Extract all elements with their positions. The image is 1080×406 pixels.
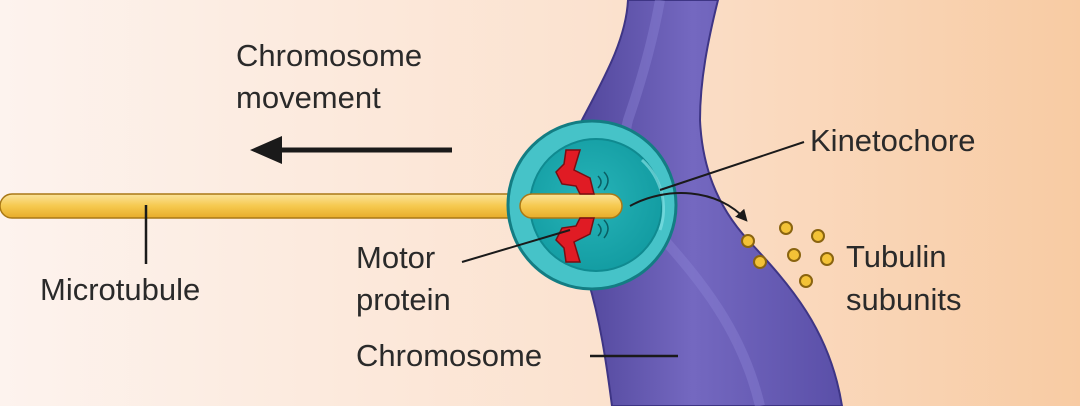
tubulin-subunit (811, 229, 825, 243)
tubulin-subunit (753, 255, 767, 269)
tubulin-subunit (787, 248, 801, 262)
microtubule-label: Microtubule (40, 272, 200, 307)
tubulin-subunit (820, 252, 834, 266)
depolymerization-arrow (629, 192, 748, 222)
tubulin-subunits (741, 221, 834, 288)
motor-protein-label-line1: Motor (356, 240, 435, 275)
microtubule-tip (519, 193, 623, 219)
tubulin-label-line1: Tubulin (846, 239, 947, 274)
tubulin-label-line2: subunits (846, 282, 961, 317)
motion-marks-upper (597, 171, 609, 191)
motor-protein-upper (555, 149, 595, 195)
kinetochore-rim (640, 158, 665, 231)
movement-label-line1: Chromosome (236, 38, 422, 73)
movement-arrow-head (250, 136, 282, 164)
kinetochore-leader (659, 141, 805, 191)
kinetochore-label: Kinetochore (810, 123, 975, 158)
chromosome-label: Chromosome (356, 338, 542, 373)
tubulin-subunit (779, 221, 793, 235)
motor-protein-leader (461, 229, 571, 263)
movement-label-line2: movement (236, 80, 381, 115)
tubulin-subunit (741, 234, 755, 248)
motor-protein-label-line2: protein (356, 282, 451, 317)
tubulin-subunit (799, 274, 813, 288)
motor-protein-lower (555, 217, 595, 263)
motion-marks-lower (597, 219, 609, 239)
